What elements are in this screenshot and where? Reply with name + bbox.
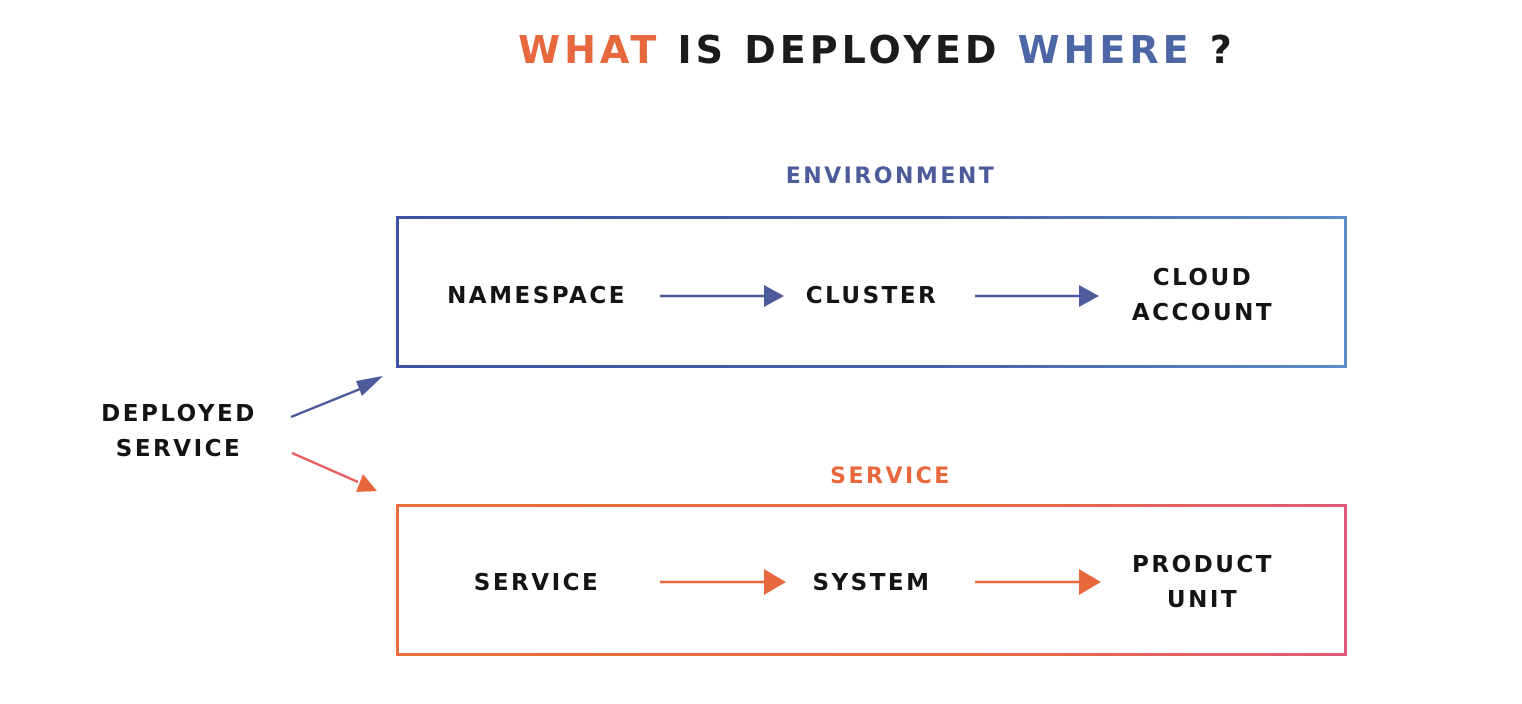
arrow-service-to-system bbox=[660, 569, 786, 595]
namespace-node: NAMESPACE bbox=[447, 283, 627, 309]
arrow-system-to-product-unit bbox=[975, 569, 1101, 595]
service-node: SERVICE bbox=[473, 570, 601, 596]
title-where: WHERE bbox=[1017, 28, 1193, 72]
product-unit-node: PRODUCT UNIT bbox=[1132, 552, 1274, 613]
cluster-node: CLUSTER bbox=[805, 283, 939, 309]
page-title: WHAT IS DEPLOYED WHERE ? bbox=[0, 28, 1522, 72]
arrow-deployed-to-environment bbox=[290, 376, 383, 419]
cloud-account-node: CLOUD ACCOUNT bbox=[1131, 265, 1275, 326]
title-what: WHAT bbox=[518, 28, 661, 72]
service-group-label: SERVICE bbox=[830, 464, 952, 489]
environment-group-label: ENVIRONMENT bbox=[785, 164, 997, 189]
arrow-cluster-to-cloud-account bbox=[975, 285, 1099, 307]
environment-box bbox=[396, 216, 1347, 368]
deployed-service-node: DEPLOYED SERVICE bbox=[101, 401, 257, 462]
arrow-deployed-to-service bbox=[291, 451, 377, 492]
title-middle: IS DEPLOYED bbox=[660, 28, 1018, 72]
service-box bbox=[396, 504, 1347, 656]
system-node: SYSTEM bbox=[812, 570, 932, 596]
title-end: ? bbox=[1192, 28, 1236, 72]
arrow-namespace-to-cluster bbox=[660, 285, 784, 307]
